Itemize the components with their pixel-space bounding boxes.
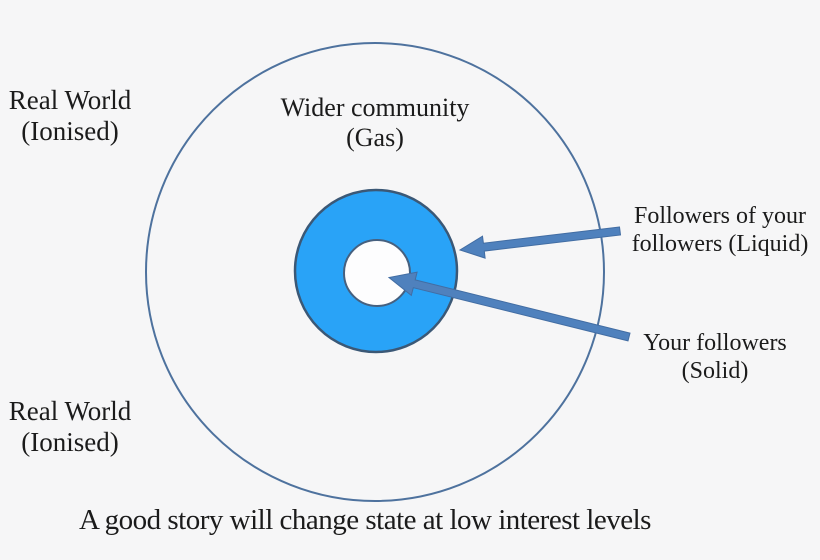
your-followers-circle (343, 239, 411, 307)
your-followers-label-line1: Your followers (643, 330, 787, 356)
arrow-to-followers-of-followers (458, 226, 622, 259)
your-followers-label: Your followers (Solid) (615, 330, 815, 385)
real-world-label-bottom: Real World (Ionised) (0, 396, 140, 458)
wider-community-label-line2: (Gas) (346, 122, 404, 152)
real-world-label-bottom-line2: (Ionised) (21, 427, 119, 458)
your-followers-label-line2: (Solid) (681, 357, 749, 384)
real-world-label-top: Real World (Ionised) (0, 85, 140, 147)
wider-community-label: Wider community (Gas) (245, 93, 505, 153)
real-world-label-bottom-line1: Real World (8, 396, 132, 426)
wider-community-circle (145, 42, 605, 502)
real-world-label-top-line1: Real World (8, 85, 132, 115)
arrow-to-your-followers (387, 271, 631, 342)
wider-community-label-line1: Wider community (280, 93, 470, 122)
followers-of-followers-label-line1: Followers of your (634, 203, 806, 229)
real-world-label-top-line2: (Ionised) (21, 116, 119, 147)
followers-of-followers-label: Followers of your followers (Liquid) (620, 203, 820, 258)
diagram-caption: A good story will change state at low in… (79, 504, 651, 536)
followers-of-followers-label-line2: followers (Liquid) (631, 230, 809, 257)
